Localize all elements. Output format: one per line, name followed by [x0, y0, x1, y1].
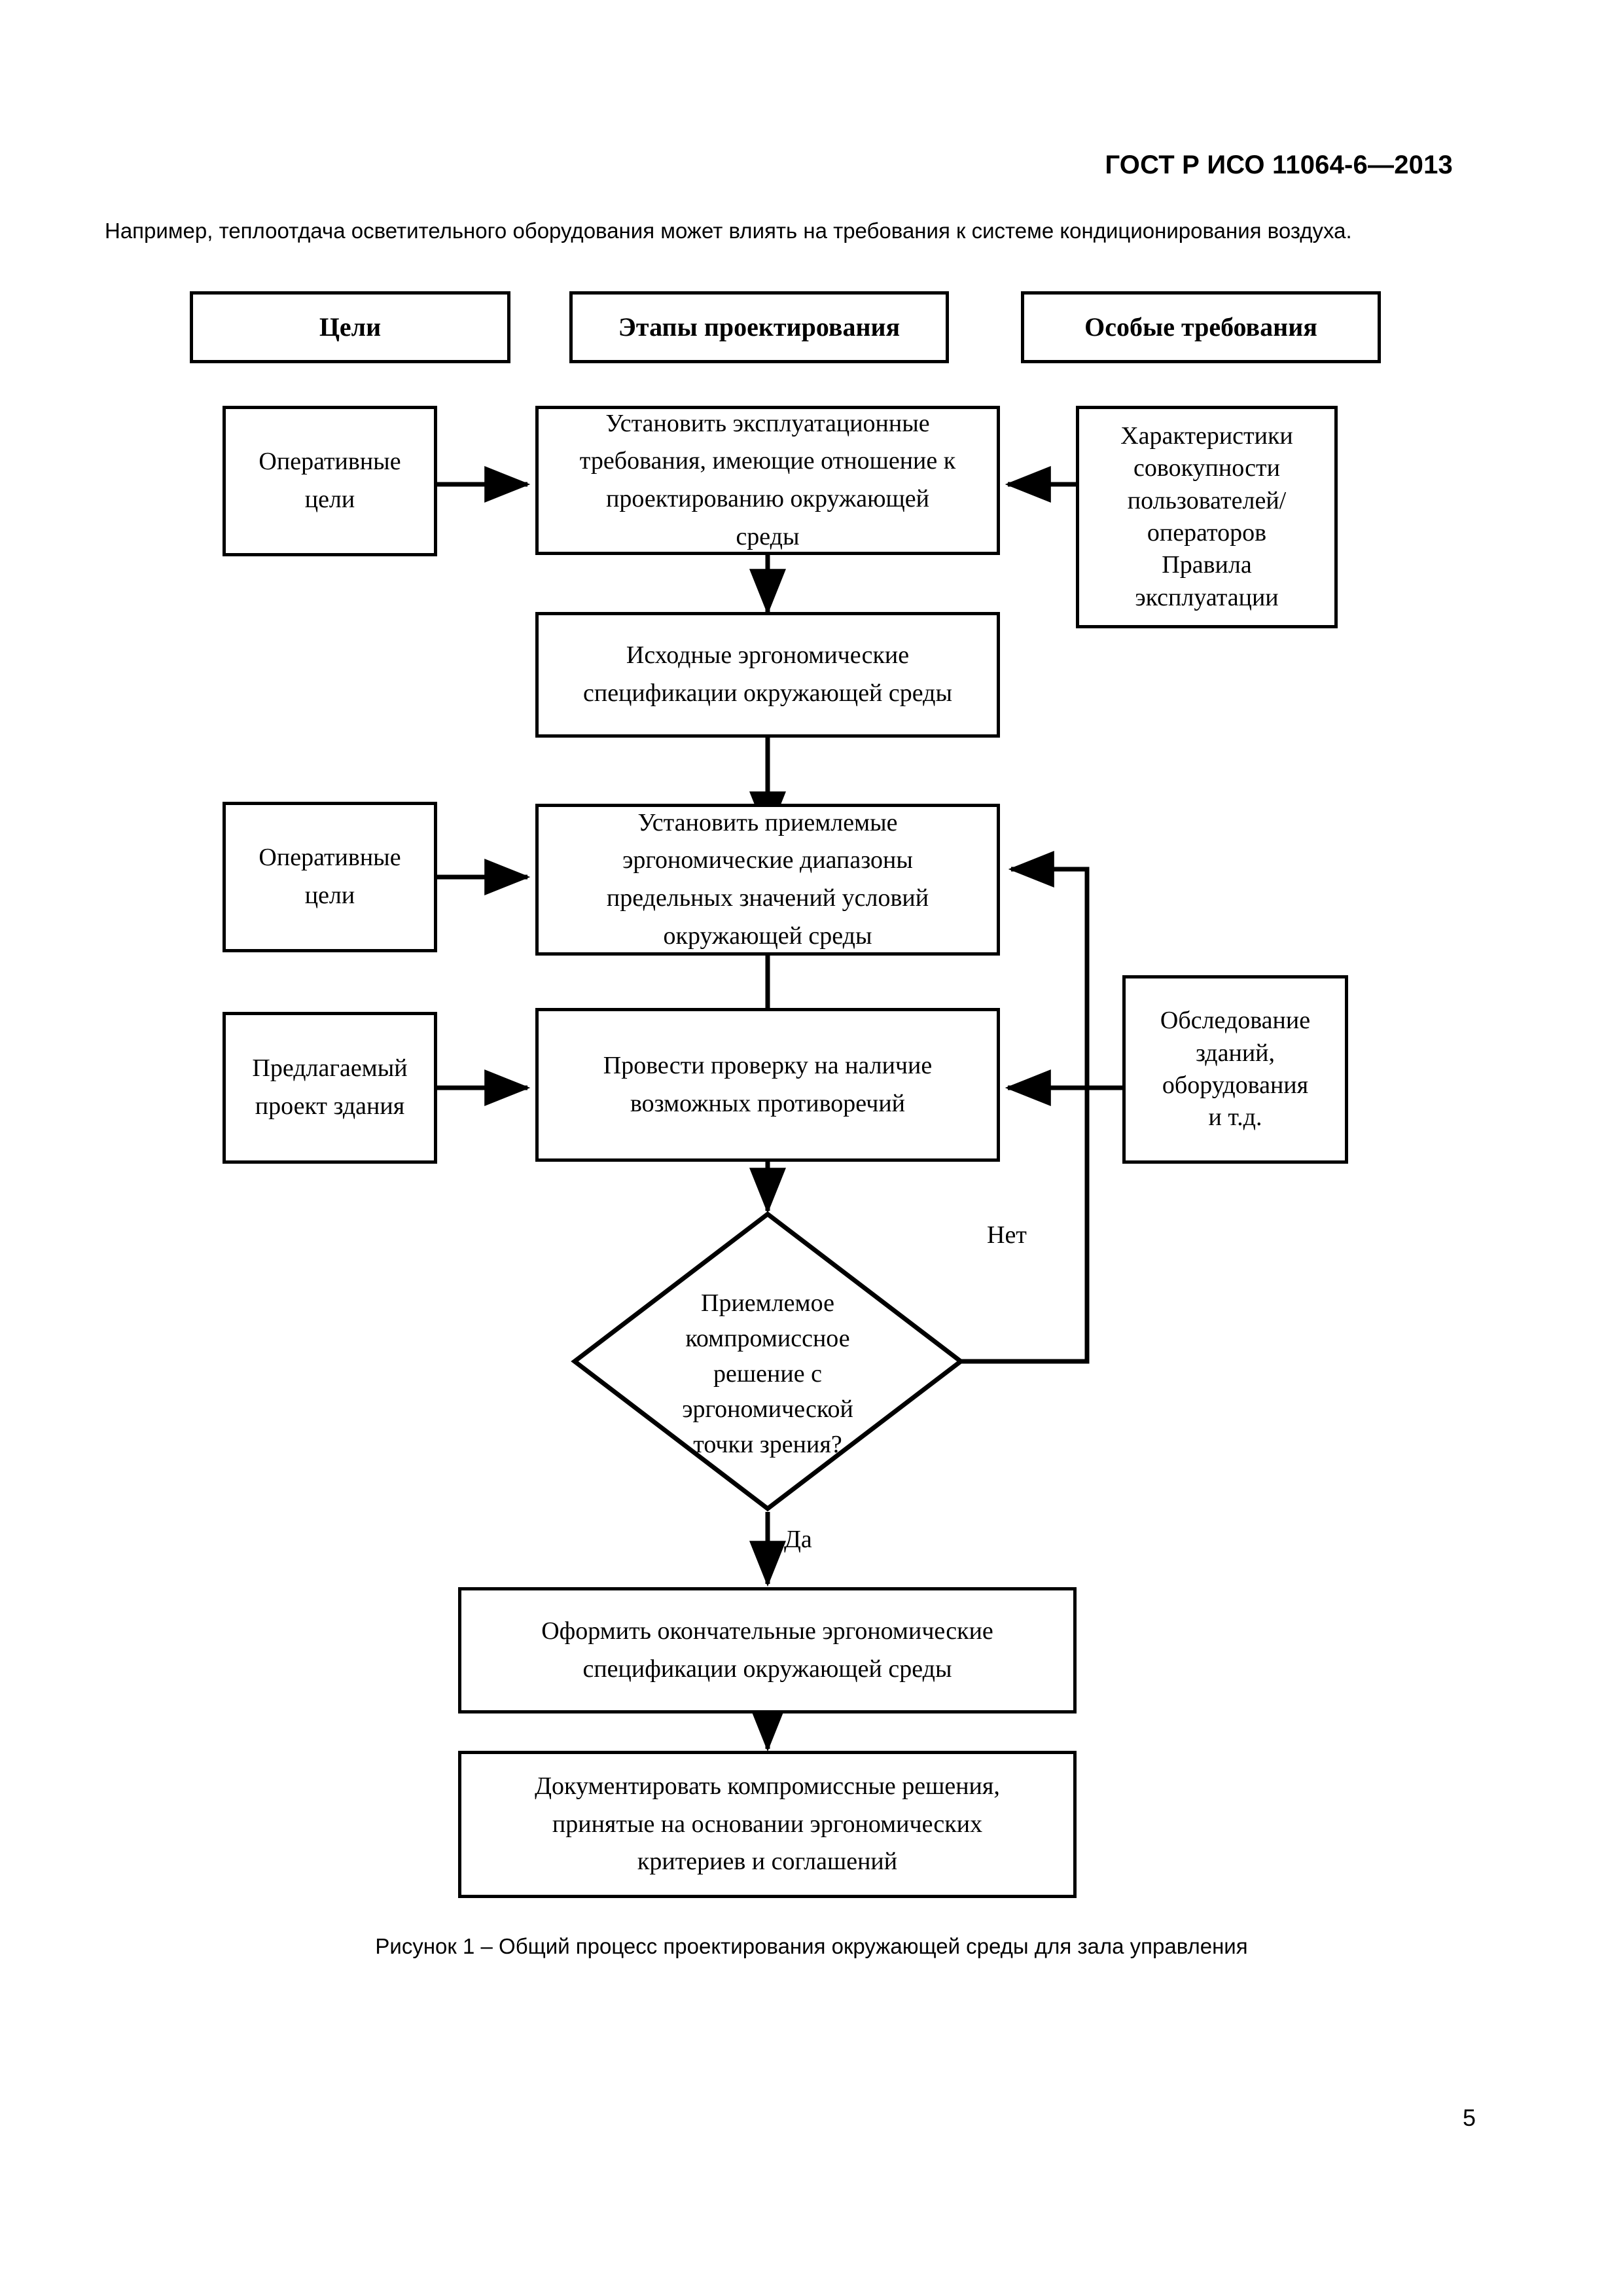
arrow-no-feedback-to-step3	[961, 851, 1090, 1364]
node-step1: Установить эксплуатационные требования, …	[535, 406, 1000, 555]
node-step2: Исходные эргономические спецификации окр…	[535, 612, 1000, 738]
column-header-special-requirements-label: Особые требования	[1084, 312, 1317, 342]
node-goals1: Оперативные цели	[223, 406, 437, 556]
node-step5: Оформить окончательные эргономические сп…	[458, 1587, 1077, 1713]
node-req2: Обследование зданий, оборудования и т.д.	[1122, 975, 1348, 1164]
node-goals3-label: Предлагаемый проект здания	[252, 1054, 408, 1120]
edge-label-no: Нет	[987, 1221, 1027, 1249]
decision-diamond	[571, 1211, 965, 1512]
node-req2-label: Обследование зданий, оборудования и т.д.	[1160, 1007, 1311, 1132]
node-step6: Документировать компромиссные решения, п…	[458, 1751, 1077, 1898]
page-number: 5	[1462, 2104, 1476, 2131]
node-goals2-label: Оперативные цели	[259, 844, 401, 909]
node-step3: Установить приемлемые эргономические диа…	[535, 804, 1000, 956]
node-req1: Характеристики совокупности пользователе…	[1076, 406, 1338, 628]
edge-label-yes-text: Да	[784, 1526, 812, 1553]
column-header-goals-label: Цели	[319, 312, 382, 342]
node-step5-label: Оформить окончательные эргономические сп…	[541, 1617, 993, 1683]
node-step4: Провести проверку на наличие возможных п…	[535, 1008, 1000, 1162]
column-header-design-stages: Этапы проектирования	[569, 291, 949, 363]
figure-caption: Рисунок 1 – Общий процесс проектирования…	[375, 1934, 1248, 1958]
node-goals1-label: Оперативные цели	[259, 448, 401, 513]
node-decision: Приемлемое компромиссное решение с эргон…	[601, 1276, 935, 1473]
node-step2-label: Исходные эргономические спецификации окр…	[583, 641, 952, 707]
node-step3-label: Установить приемлемые эргономические диа…	[606, 808, 929, 950]
edge-label-yes: Да	[784, 1525, 812, 1554]
standard-header: ГОСТ Р ИСО 11064-6—2013	[1105, 151, 1453, 179]
node-step6-label: Документировать компромиссные решения, п…	[535, 1772, 1000, 1876]
node-decision-label: Приемлемое компромиссное решение с эргон…	[682, 1289, 853, 1458]
edge-label-no-text: Нет	[987, 1221, 1027, 1249]
node-step4-label: Провести проверку на наличие возможных п…	[603, 1051, 933, 1117]
column-header-special-requirements: Особые требования	[1021, 291, 1381, 363]
node-step1-label: Установить эксплуатационные требования, …	[579, 409, 956, 550]
node-req1-label: Характеристики совокупности пользователе…	[1120, 422, 1293, 611]
intro-paragraph: Например, теплоотдача осветительного обо…	[105, 219, 1352, 243]
column-header-design-stages-label: Этапы проектирования	[618, 312, 901, 342]
node-goals2: Оперативные цели	[223, 802, 437, 952]
column-header-goals: Цели	[190, 291, 510, 363]
node-goals3: Предлагаемый проект здания	[223, 1012, 437, 1164]
